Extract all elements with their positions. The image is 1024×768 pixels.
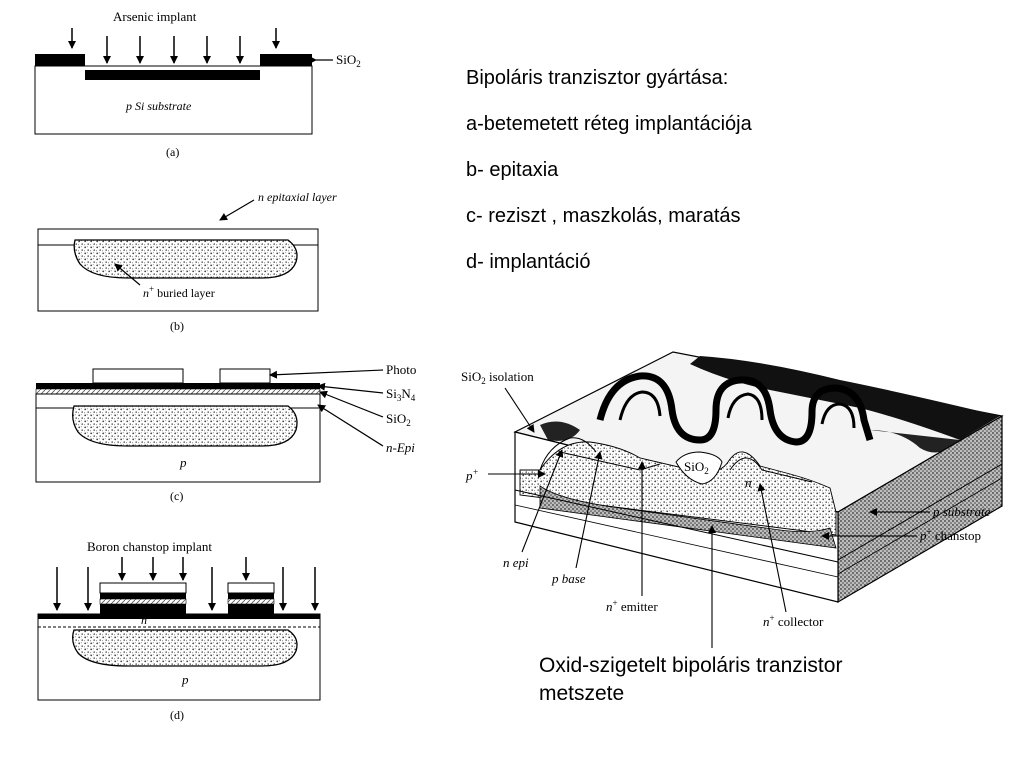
figure-caption: Oxid-szigetelt bipoláris tranzistor mets… <box>539 652 959 708</box>
panel-b-buried-arrow <box>114 263 141 286</box>
panel-a-oxide-label: SiO2 <box>336 52 361 69</box>
panel-c-buried-layer <box>72 405 298 447</box>
panel-c-photoresist-left <box>92 368 184 384</box>
emitter-label: n+ emitter <box>606 598 658 614</box>
panel-c-epi-label: n-Epi <box>386 440 415 455</box>
pplus-label: p+ <box>465 467 479 483</box>
panel-c-substrate-label: p <box>179 455 187 470</box>
cross-section-buried-layer <box>539 485 837 549</box>
boron-implant-arrows <box>53 557 319 611</box>
panel-d-n-label: n <box>141 613 147 627</box>
panel-c-wafer <box>35 393 321 483</box>
panel-b-buried-layer <box>73 239 298 279</box>
panel-d: Boron chanstop implant n p (d) <box>37 539 321 722</box>
panel-a: Arsenic implant SiO2 p Si substrate (a) <box>34 9 361 159</box>
panel-b-wafer <box>37 228 319 312</box>
collector-label: n+ collector <box>763 613 824 629</box>
panel-c-photo-label: Photo <box>386 362 416 377</box>
panel-a-substrate-label: p Si substrate <box>125 99 192 113</box>
step-d: d- implantáció <box>466 251 591 273</box>
panel-d-surface-implant <box>38 604 320 619</box>
substrate-label: p substrate <box>932 504 991 519</box>
panel-d-wafer <box>37 613 321 701</box>
panel-d-mask-left <box>99 582 187 594</box>
panel-a-caption: (a) <box>166 145 179 159</box>
cross-section-oxide-plug <box>675 451 723 485</box>
panel-b-caption: (b) <box>170 319 184 333</box>
panel-b-epi-arrow <box>219 199 255 221</box>
panel-a-title: Arsenic implant <box>113 9 197 24</box>
panel-c: p Photo Si3N4 SiO2 n-Epi (c) <box>35 362 416 503</box>
panel-c-photoresist-right <box>219 368 271 384</box>
n-region-label: n <box>745 475 752 490</box>
panel-b: n epitaxial layer n+ buried layer (b) <box>37 190 337 333</box>
isolation-label: SiO2 isolation <box>461 369 534 386</box>
panel-c-nitride-label: Si3N4 <box>386 386 416 403</box>
panel-d-title: Boron chanstop implant <box>87 539 212 554</box>
n-epi-label: n epi <box>503 555 529 570</box>
panel-c-oxide-layer <box>35 388 321 395</box>
panel-c-oxide-label: SiO2 <box>386 411 411 428</box>
caption-line-1: Oxid-szigetelt bipoláris tranzistor <box>539 654 843 677</box>
arsenic-implant-arrows <box>68 28 280 64</box>
panel-b-buried-label: n+ buried layer <box>143 284 215 300</box>
transistor-cross-section: SiO2 isolation SiO2 p+ n n epi p base n+… <box>461 351 1004 648</box>
panel-c-caption: (c) <box>170 489 183 503</box>
panel-b-epi-label: n epitaxial layer <box>258 190 337 204</box>
panel-d-mask-right <box>227 582 275 594</box>
chanstop-label: p+ chanstop <box>919 527 981 543</box>
caption-line-2: metszete <box>539 682 625 705</box>
panel-a-oxide-mask <box>35 54 312 80</box>
oxide-plug-label: SiO2 <box>684 459 709 476</box>
step-a: a-betemetett réteg implantációja <box>466 113 752 135</box>
step-c: c- reziszt , maszkolás, maratás <box>466 205 741 227</box>
panel-c-nitride-layer <box>36 383 320 389</box>
panel-d-substrate-label: p <box>181 672 189 687</box>
step-b: b- epitaxia <box>466 159 559 181</box>
process-step-list: Bipoláris tranzisztor gyártása: a-beteme… <box>466 68 886 298</box>
p-base-label: p base <box>551 571 586 586</box>
panel-a-substrate <box>34 65 313 135</box>
steps-heading: Bipoláris tranzisztor gyártása: <box>466 67 729 89</box>
panel-d-buried-layer <box>72 629 298 667</box>
panel-d-caption: (d) <box>170 708 184 722</box>
